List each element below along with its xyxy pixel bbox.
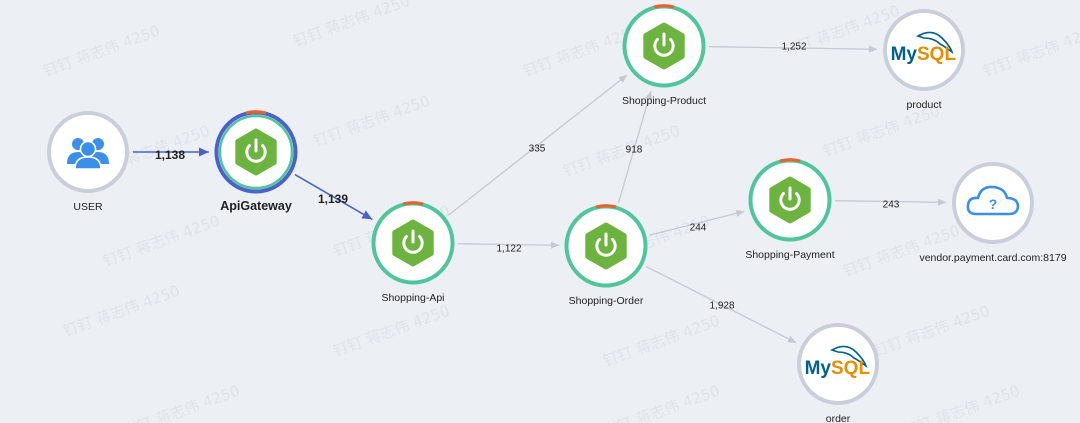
edge-line <box>834 198 947 206</box>
edge-gateway-api[interactable]: 1,139 <box>294 173 373 221</box>
error-arc <box>779 158 801 163</box>
edge-payment-vendor[interactable]: 243 <box>834 198 947 211</box>
edge-count-label: 1,928 <box>709 301 734 312</box>
cloud-question-icon: ? <box>966 185 1020 216</box>
node-payment[interactable]: Shopping-Payment <box>745 158 835 261</box>
edge-count-label: 1,122 <box>496 244 521 255</box>
error-arc <box>653 4 675 9</box>
edge-user-gateway[interactable]: 1,138 <box>133 147 209 162</box>
node-label: Shopping-Product <box>622 95 706 107</box>
node-circle <box>797 323 879 405</box>
edge-productsvc-mysql_product[interactable]: 1,252 <box>708 42 878 53</box>
node-label: Shopping-Order <box>569 295 644 307</box>
error-arc <box>402 201 424 206</box>
users-icon <box>67 138 109 170</box>
edge-count-label: 1,139 <box>318 192 348 206</box>
edge-api-productsvc[interactable]: 335 <box>447 74 628 216</box>
svg-text:My: My <box>891 44 918 65</box>
node-label: Shopping-Payment <box>745 249 834 261</box>
node-gateway[interactable]: ApiGateway <box>214 110 298 213</box>
edge-line <box>457 241 560 249</box>
edge-line <box>649 209 745 236</box>
node-label: ApiGateway <box>220 199 292 213</box>
edge-api-order[interactable]: 1,122 <box>457 241 560 255</box>
svg-text:My: My <box>805 358 832 379</box>
spring-power-icon <box>392 219 434 267</box>
node-ring <box>883 9 965 91</box>
edge-line <box>617 90 653 203</box>
edge-count-label: 1,252 <box>781 42 806 53</box>
spring-power-icon <box>585 222 627 270</box>
node-ring <box>797 323 879 405</box>
edge-order-payment[interactable]: 244 <box>649 209 745 236</box>
node-label: order <box>826 413 851 423</box>
node-api[interactable]: Shopping-Api <box>371 201 455 304</box>
node-label: product <box>906 99 941 111</box>
spring-power-icon <box>643 22 685 70</box>
node-vendor[interactable]: ? vendor.payment.card.com:8179 <box>919 162 1067 264</box>
node-label: Shopping-Api <box>381 292 444 304</box>
node-label: vendor.payment.card.com:8179 <box>919 252 1066 264</box>
edge-count-label: 243 <box>883 200 900 211</box>
svg-text:SQL: SQL <box>831 358 870 379</box>
edge-line <box>294 173 373 221</box>
edges-layer: 1,138 1,139 1,122 335 918 244 1,928 1,252 243 <box>133 42 947 344</box>
edge-count-label: 1,138 <box>155 148 185 162</box>
node-ring <box>952 162 1034 244</box>
svg-text:?: ? <box>989 196 998 212</box>
edge-line <box>447 74 628 216</box>
error-arc <box>245 110 267 115</box>
svg-text:SQL: SQL <box>917 44 956 65</box>
node-productsvc[interactable]: Shopping-Product <box>622 4 706 107</box>
spring-power-icon <box>769 176 811 224</box>
spring-power-icon <box>235 128 277 176</box>
edge-order-mysql_order[interactable]: 1,928 <box>645 265 797 344</box>
edge-count-label: 244 <box>690 223 707 234</box>
node-label: USER <box>73 201 103 213</box>
error-arc <box>595 204 617 209</box>
node-user[interactable]: USER <box>47 111 129 213</box>
node-ring <box>47 111 129 193</box>
edge-count-label: 918 <box>626 145 643 156</box>
edge-order-productsvc[interactable]: 918 <box>617 90 653 203</box>
edge-line <box>645 265 797 344</box>
node-order[interactable]: Shopping-Order <box>564 204 648 307</box>
node-circle <box>883 9 965 91</box>
edge-count-label: 335 <box>529 144 546 155</box>
edge-line <box>708 45 878 53</box>
